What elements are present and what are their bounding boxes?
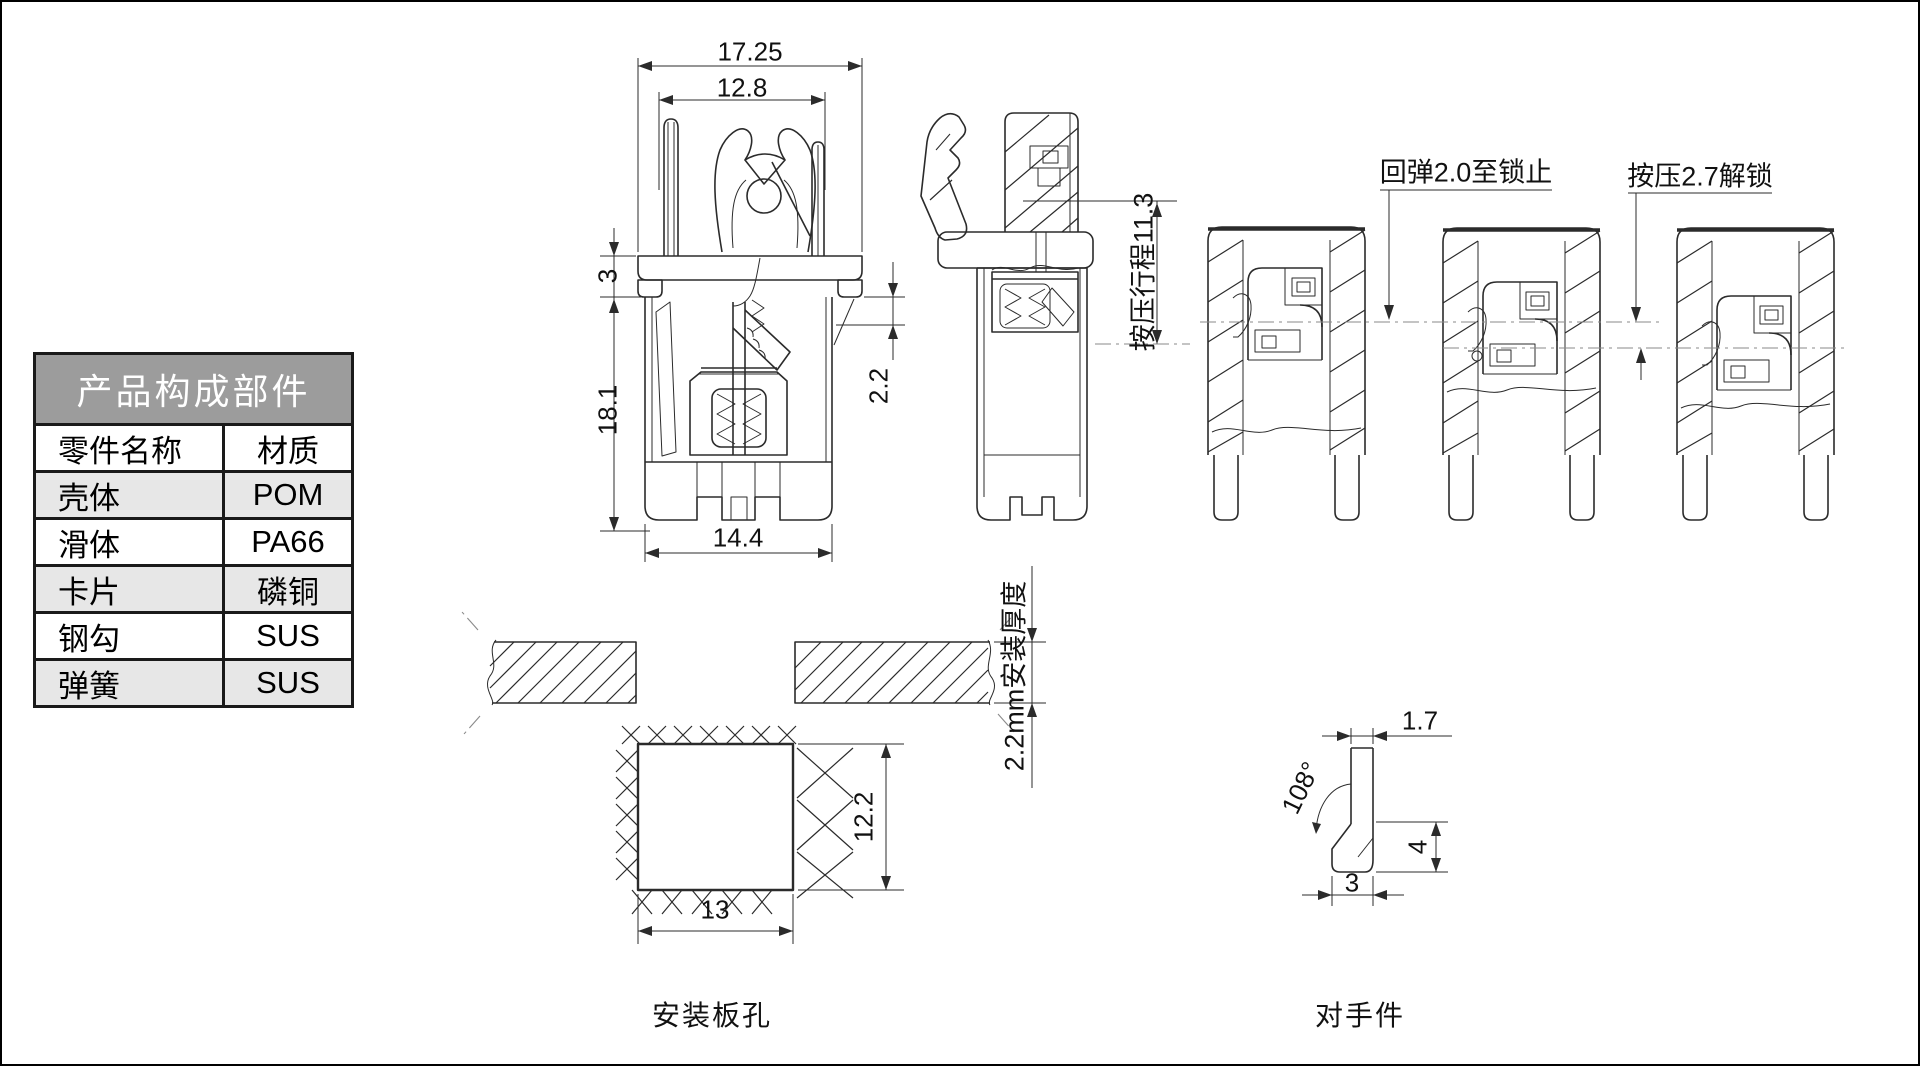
- table-row: 滑体 PA66: [36, 520, 351, 567]
- dim-inner-width: 12.8: [716, 72, 768, 103]
- dim-mating-foot-height: 4: [1402, 839, 1433, 855]
- panel-section: [461, 566, 1046, 788]
- part-name: 卡片: [36, 567, 225, 611]
- col-header-material: 材质: [257, 433, 319, 469]
- mounting-hole-label: 安装板孔: [651, 1000, 773, 1031]
- parts-table-title: 产品构成部件: [36, 355, 351, 426]
- table-row: 壳体 POM: [36, 473, 351, 520]
- state-view-locked: [1207, 226, 1366, 521]
- dim-body-width: 14.4: [712, 522, 764, 553]
- dim-body-height: 18.1: [592, 384, 623, 436]
- parts-table-header-row: 零件名称 材质: [36, 426, 351, 473]
- press-unlock-note: 按压2.7解锁: [1627, 161, 1773, 192]
- part-name: 钢勾: [36, 614, 225, 658]
- state-view-pressed: [1676, 227, 1835, 521]
- part-material: SUS: [256, 618, 320, 653]
- part-name: 滑体: [36, 520, 225, 564]
- part-name: 弹簧: [36, 661, 225, 705]
- state-view-mid: [1442, 227, 1601, 521]
- mating-part-label: 对手件: [1314, 1000, 1406, 1031]
- part-material: POM: [252, 477, 324, 512]
- part-name: 壳体: [36, 473, 225, 517]
- dim-flange-height: 3: [592, 268, 623, 284]
- dim-mating-foot-width: 3: [1344, 867, 1360, 898]
- side-section-view: [920, 112, 1190, 521]
- parts-table: 产品构成部件 零件名称 材质 壳体 POM 滑体 PA66 卡片 磷铜 钢勾 S…: [33, 352, 354, 708]
- dim-hole-height: 12.2: [848, 791, 879, 843]
- mounting-hole: [615, 725, 904, 944]
- dim-mating-thickness: 1.7: [1401, 705, 1439, 736]
- dim-step: 2.2: [863, 367, 894, 405]
- thickness-note: 2.2mm安装厚度: [999, 580, 1030, 772]
- dim-top-width: 17.25: [717, 36, 783, 67]
- table-row: 卡片 磷铜: [36, 567, 351, 614]
- press-stroke-note: 按压行程11.3: [1128, 192, 1159, 352]
- part-material: 磷铜: [257, 574, 319, 610]
- mating-part: [1302, 728, 1452, 906]
- part-material: SUS: [256, 665, 320, 700]
- part-material: PA66: [251, 524, 325, 559]
- col-header-part: 零件名称: [36, 426, 225, 470]
- press-annotation-leader: [1628, 192, 1772, 380]
- table-row: 钢勾 SUS: [36, 614, 351, 661]
- rebound-note: 回弹2.0至锁止: [1379, 157, 1553, 188]
- front-view: [600, 58, 905, 562]
- rebound-annotation-leader: [1380, 189, 1552, 320]
- dim-hole-width: 13: [700, 894, 730, 925]
- table-row: 弹簧 SUS: [36, 661, 351, 705]
